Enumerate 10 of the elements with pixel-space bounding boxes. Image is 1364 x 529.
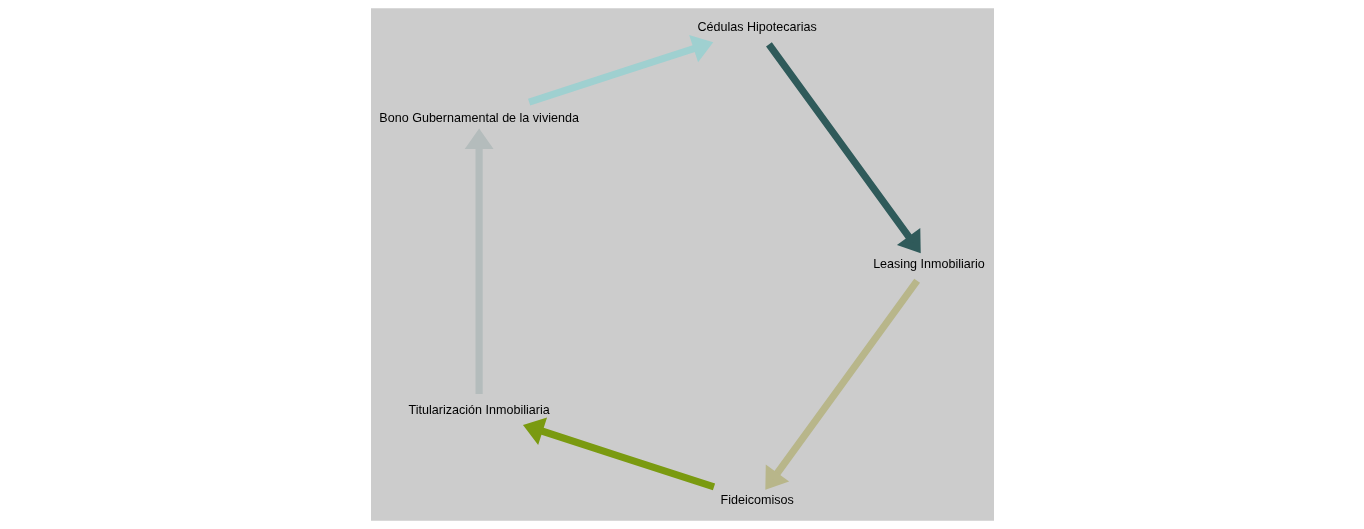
node-text: Bono Gubernamental de la vivienda (378, 110, 579, 125)
node-text: Fideicomisos (720, 493, 794, 508)
node-text: Titularización Inmobiliaria (408, 402, 550, 417)
arrow (522, 417, 715, 491)
arrow (764, 278, 920, 490)
arrow (464, 128, 494, 395)
node-text: Cédulas Hipotecarias (696, 20, 817, 35)
arrow (765, 42, 921, 254)
arrow (527, 34, 713, 106)
node-text: Leasing Inmobiliario (872, 256, 985, 271)
